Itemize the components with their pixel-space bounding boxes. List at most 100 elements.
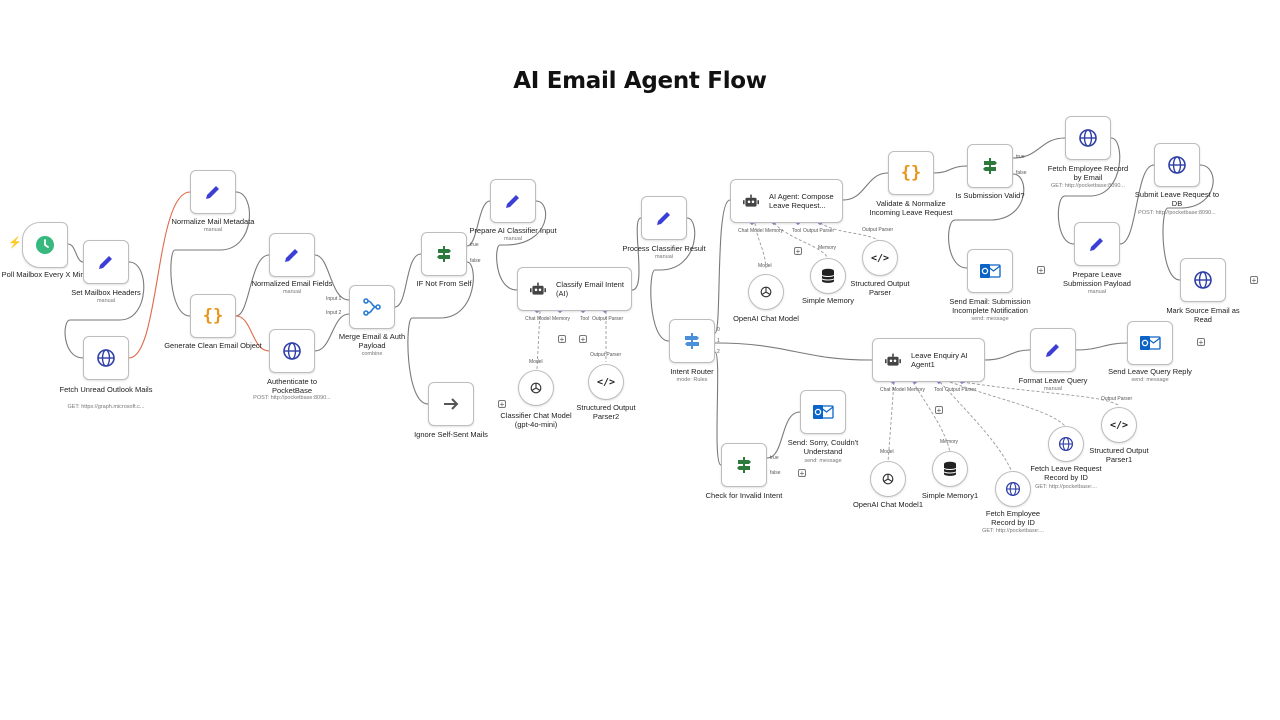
- node-check-invalid-intent[interactable]: [721, 443, 767, 487]
- node-format-leave-query[interactable]: [1030, 328, 1076, 372]
- node-classifier-chat-model[interactable]: [518, 370, 554, 406]
- node-label: OpenAI Chat Model1: [852, 500, 924, 509]
- add-node-button[interactable]: +: [1037, 266, 1045, 275]
- add-tool-button[interactable]: +: [579, 335, 587, 344]
- node-poll-mailbox[interactable]: [22, 222, 68, 268]
- clock-icon: [36, 236, 54, 254]
- node-normalized-email-fields[interactable]: [269, 233, 315, 277]
- port-label: Output Parser: [945, 387, 977, 393]
- router-icon: [685, 333, 699, 349]
- node-compose-leave-agent[interactable]: AI Agent: Compose Leave Request...: [730, 179, 843, 223]
- wire-router-enquiry: [714, 342, 873, 361]
- node-label: OpenAI Chat Model: [733, 314, 799, 323]
- node-label: Leave Enquiry AI Agent1: [911, 351, 968, 369]
- node-fetch-unread[interactable]: [83, 336, 129, 380]
- wire-classify-process: [631, 217, 642, 291]
- node-fetch-employee-email[interactable]: [1065, 116, 1111, 160]
- node-prepare-leave-payload[interactable]: [1074, 222, 1120, 266]
- port-label: Memory: [552, 316, 571, 322]
- add-node-button[interactable]: +: [1197, 338, 1205, 347]
- node-structured-parser1[interactable]: </>: [1101, 407, 1137, 443]
- node-label: Send Email: Submission Incomplete Notifi…: [949, 297, 1031, 315]
- sub-compose-openai: [754, 222, 767, 269]
- wire-cleanemail-normalizedfields: [235, 254, 270, 317]
- port-label: Output Parser: [862, 227, 894, 233]
- node-send-incomplete[interactable]: [967, 249, 1013, 293]
- branch-true-label: true: [470, 242, 479, 248]
- add-node-button[interactable]: +: [1250, 276, 1258, 285]
- add-tool-button[interactable]: +: [558, 335, 566, 344]
- node-normalize-mail-metadata[interactable]: [190, 170, 236, 214]
- node-if-not-from-self[interactable]: [421, 232, 467, 276]
- robot-icon: [885, 353, 901, 366]
- add-node-button[interactable]: +: [498, 400, 506, 409]
- node-validate-normalize[interactable]: {}: [888, 151, 934, 195]
- node-openai-chat-model1[interactable]: [870, 461, 906, 497]
- branch-true-label: true: [770, 455, 779, 461]
- node-label: Ignore Self-Sent Mails: [414, 430, 488, 439]
- port-label: Input 1: [326, 296, 342, 302]
- node-structured-parser[interactable]: </>: [862, 240, 898, 276]
- robot-icon: [743, 194, 759, 207]
- branch-true-label: true: [1016, 154, 1025, 160]
- node-send-leave-reply[interactable]: [1127, 321, 1173, 365]
- node-mark-source-read[interactable]: [1180, 258, 1226, 302]
- node-subtitle: send: message: [804, 458, 842, 464]
- node-label: Mark Source Email as Read: [1166, 306, 1240, 324]
- node-is-submission-valid[interactable]: [967, 144, 1013, 188]
- node-set-mailbox-headers[interactable]: [83, 240, 129, 284]
- node-send-sorry[interactable]: [800, 390, 846, 434]
- add-node-button[interactable]: +: [798, 469, 806, 478]
- globe-icon: [1005, 481, 1021, 497]
- node-authenticate-pocketbase[interactable]: [269, 329, 315, 373]
- node-label: Structured Output Parser1: [1089, 446, 1149, 464]
- node-label: Validate & Normalize Incoming Leave Requ…: [869, 199, 953, 217]
- node-simple-memory1[interactable]: [932, 451, 968, 487]
- node-openai-chat-model[interactable]: [748, 274, 784, 310]
- node-fetch-employee-id[interactable]: [995, 471, 1031, 507]
- node-label: Set Mailbox Headers: [71, 288, 141, 297]
- sub-enquiry-fetchleave: [949, 381, 1066, 427]
- port-label: Output Parser: [803, 228, 835, 234]
- add-tool-button[interactable]: +: [794, 247, 802, 256]
- node-label: Intent Router: [670, 367, 714, 376]
- node-subtitle: manual: [503, 236, 523, 242]
- node-subtitle: manual: [282, 289, 302, 295]
- node-process-classifier-result[interactable]: [641, 196, 687, 240]
- port-label: 2: [717, 349, 720, 355]
- node-label: Fetch Employee Record by Email: [1047, 164, 1129, 182]
- node-leave-enquiry-agent[interactable]: Leave Enquiry AI Agent1: [872, 338, 985, 382]
- port-label: Memory: [907, 387, 926, 393]
- node-submit-leave-request[interactable]: [1154, 143, 1200, 187]
- pencil-icon: [657, 212, 670, 225]
- wire-submit-markread: [1162, 164, 1214, 281]
- node-intent-router[interactable]: [669, 319, 715, 363]
- port-label: Memory: [818, 245, 837, 251]
- port-label: Tool: [580, 316, 590, 322]
- node-subtitle: manual: [203, 227, 223, 233]
- node-generate-clean-email[interactable]: {}: [190, 294, 236, 338]
- node-label: Structured Output Parser: [850, 279, 910, 297]
- wire-router-check: [714, 351, 722, 466]
- port-label: 0: [717, 327, 720, 333]
- node-fetch-leave-id[interactable]: [1048, 426, 1084, 462]
- node-ignore-self-sent[interactable]: [428, 382, 474, 426]
- globe-icon: [1194, 271, 1212, 289]
- wire-fetchemp-prepare: [1057, 137, 1121, 245]
- node-simple-memory[interactable]: [810, 258, 846, 294]
- page-title: AI Email Agent Flow: [513, 68, 767, 94]
- node-prepare-classifier-input[interactable]: [490, 179, 536, 223]
- merge-icon: [363, 298, 381, 316]
- sub-enquiry-openai: [887, 381, 895, 463]
- node-label: Format Leave Query: [1018, 376, 1088, 385]
- node-classify-email-intent[interactable]: Classify Email Intent (AI): [517, 267, 632, 311]
- port-label: Memory: [765, 228, 784, 234]
- code-icon: </>: [596, 376, 616, 388]
- node-label: Submit Leave Request to DB: [1134, 190, 1220, 208]
- wire-normalizemeta-cleanemail: [170, 191, 250, 317]
- node-structured-parser2[interactable]: </>: [588, 364, 624, 400]
- node-label: IF Not From Self: [416, 279, 472, 288]
- outlook-icon: [813, 405, 834, 419]
- add-tool-button[interactable]: +: [935, 406, 943, 415]
- node-merge-email-auth[interactable]: [349, 285, 395, 329]
